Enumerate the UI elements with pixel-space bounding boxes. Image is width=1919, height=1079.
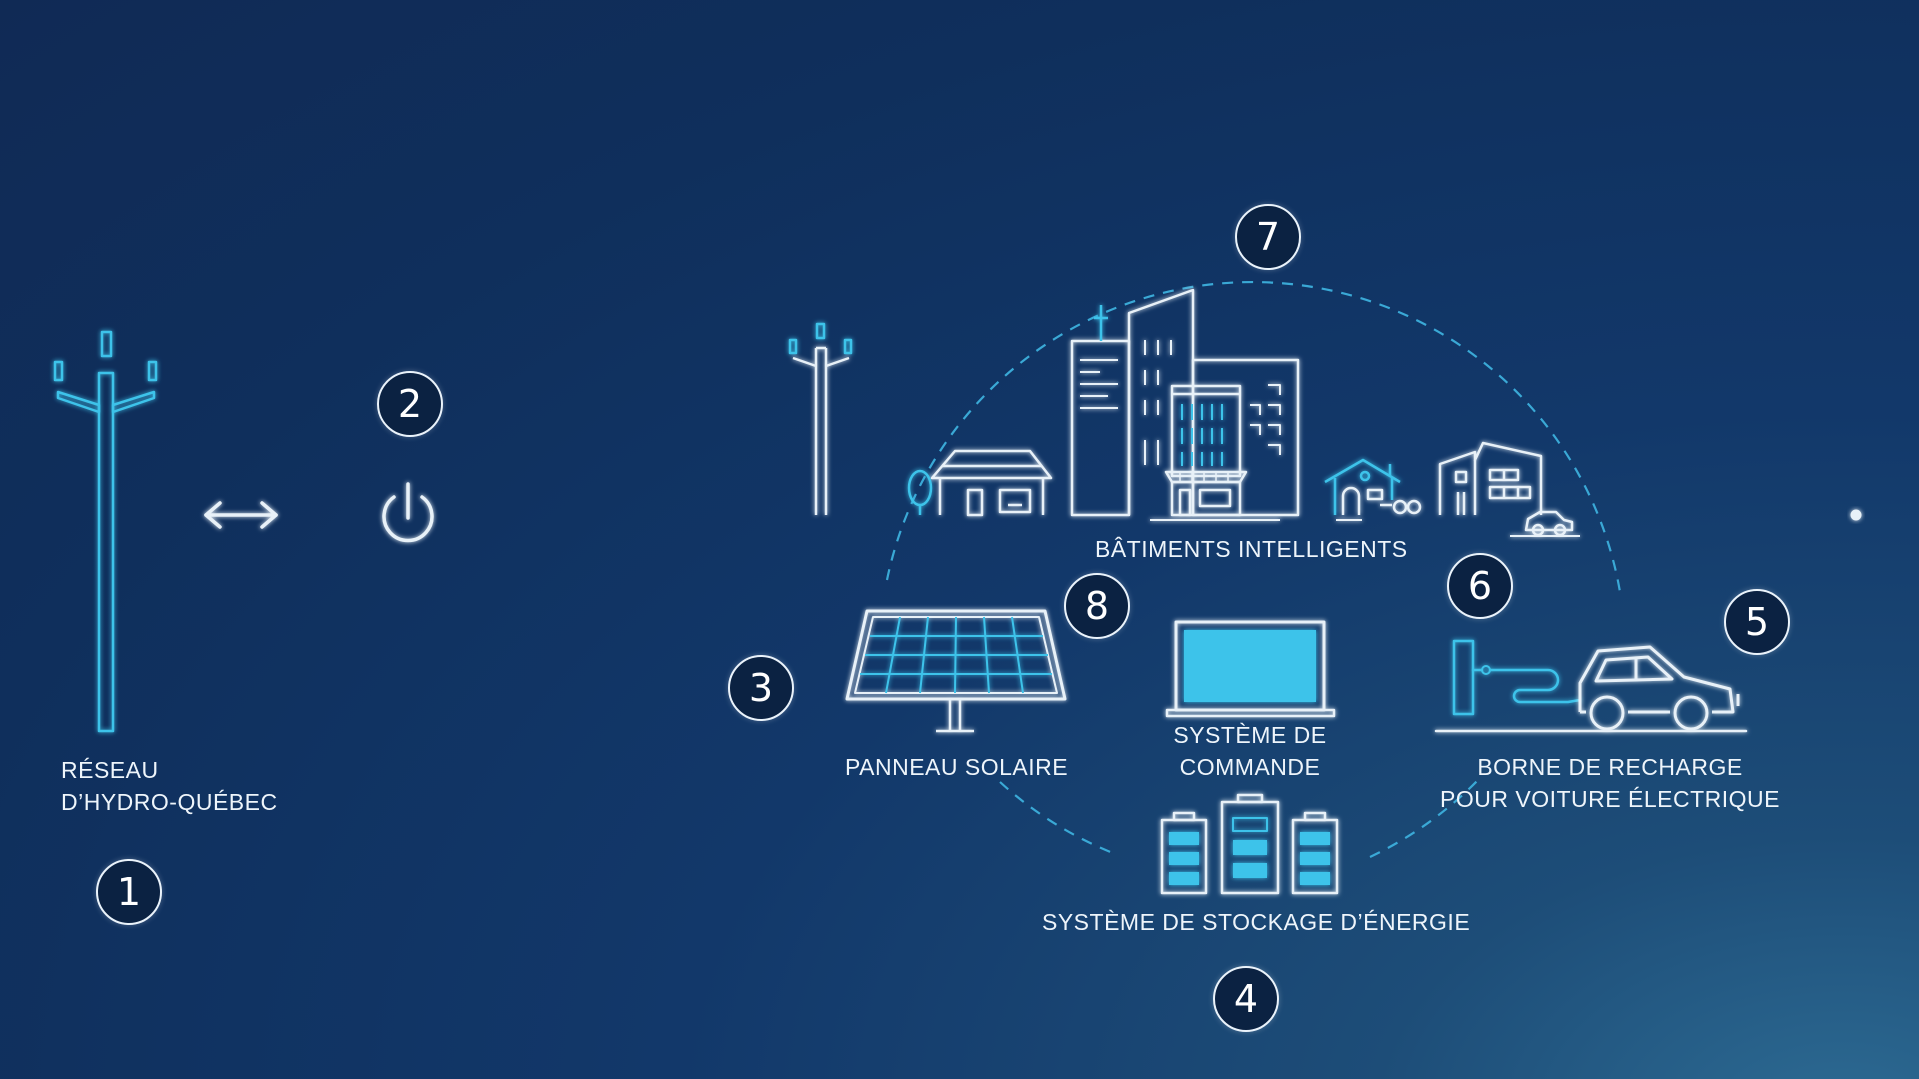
small-pole-icon — [788, 322, 853, 515]
badge-5: 5 — [1724, 589, 1790, 655]
badge-6: 6 — [1447, 553, 1513, 619]
dashed-circle — [885, 280, 1622, 858]
line-end-dot — [1850, 509, 1862, 521]
solar-panel-icon — [845, 609, 1067, 733]
utility-pole-icon — [53, 330, 158, 733]
power-switch-icon — [382, 482, 434, 543]
solar-panel-label: Panneau solaire — [845, 754, 1069, 780]
smart-buildings-icon — [907, 288, 1580, 537]
badge-4: 4 — [1213, 966, 1279, 1032]
battery-storage-icon — [1160, 793, 1339, 895]
storage-label: Système de stockage d’énergie — [1042, 909, 1471, 935]
bidirectional-arrow-icon — [204, 501, 278, 529]
ev-charger-label: Borne de recharge pour voiture électriqu… — [1440, 754, 1780, 812]
badge-2: 2 — [377, 371, 443, 437]
control-system-label: Système de commande — [1173, 722, 1327, 780]
ev-charger-icon — [1434, 639, 1748, 733]
badge-7: 7 — [1235, 204, 1301, 270]
badge-3: 3 — [728, 655, 794, 721]
laptop-icon — [1165, 620, 1336, 718]
grid-label: Réseau d’Hydro-Québec — [61, 757, 278, 815]
badge-8: 8 — [1064, 573, 1130, 639]
badge-1: 1 — [96, 859, 162, 925]
electric-car-icon — [1578, 645, 1740, 731]
smart-buildings-label: Bâtiments intelligents — [1095, 536, 1408, 562]
